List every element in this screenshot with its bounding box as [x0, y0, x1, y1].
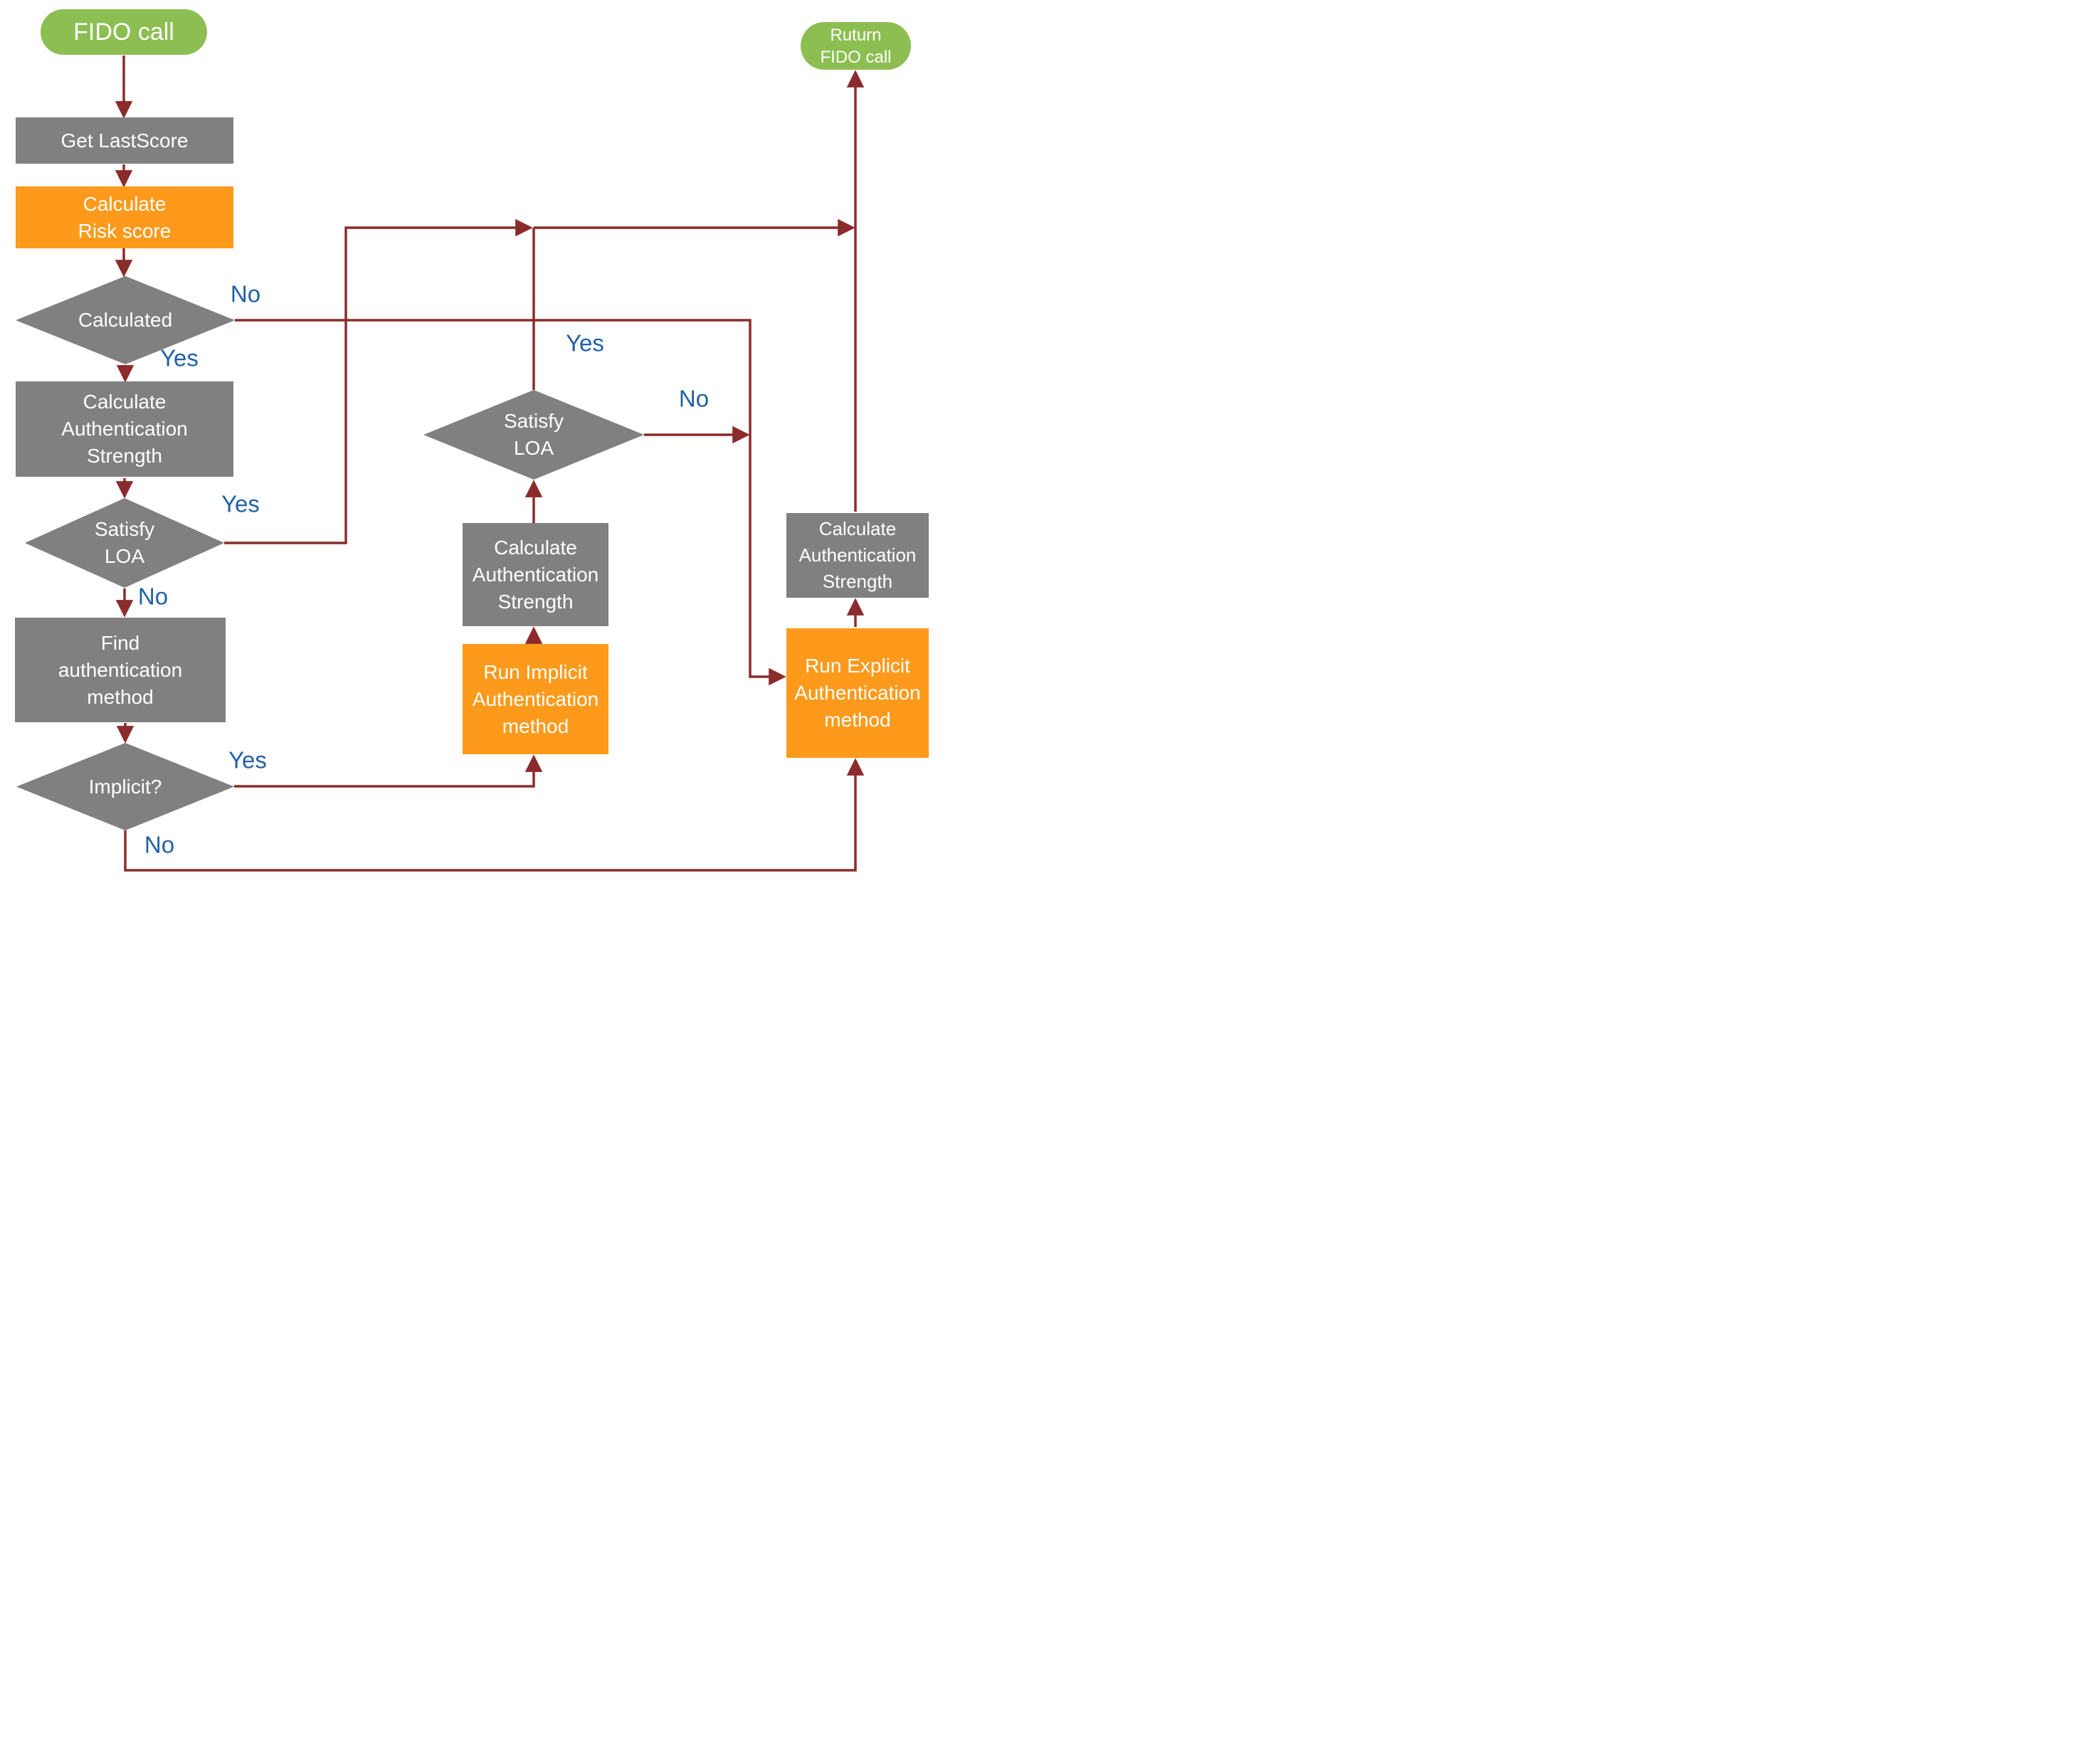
decision-satisfy-loa-2-label: Satisfy [503, 410, 564, 432]
process-calculate-authentication-strength-2-label: Calculate [494, 536, 577, 559]
process-find-authentication-method-label: Find [100, 631, 140, 654]
action-calculate-risk-score-label: Risk score [78, 219, 172, 242]
edge-satisfyloa1-yes-to-merge [224, 218, 533, 544]
decision-satisfy-loa-1-label: Satisfy [94, 518, 155, 540]
label-satisfyloa2-no: No [678, 385, 710, 412]
action-run-explicit-authentication-method-label: Authentication [794, 682, 921, 704]
process-calculate-authentication-strength-1-label: Calculate [83, 391, 167, 413]
edge-calculated-no-to-runexplicit [235, 319, 786, 686]
action-run-implicit-authentication-method-label: Authentication [472, 687, 599, 710]
action-run-implicit-authentication-method-label: Run Implicit [483, 660, 588, 683]
process-calculate-authentication-strength-3-label: Calculate [818, 518, 897, 539]
end-terminal-ruturn-fido-call-label: Ruturn [830, 25, 882, 45]
connector-layer [115, 56, 865, 872]
action-run-explicit-authentication-method-label: Run Explicit [805, 655, 910, 677]
label-calculated-no: No [230, 280, 261, 307]
process-get-lastscore: Get LastScore [16, 117, 233, 164]
action-calculate-risk-score-label: Calculate [83, 192, 167, 215]
decision-calculated-label: Calculated [78, 309, 173, 331]
label-calculated-yes: Yes [160, 344, 199, 371]
end-terminal-ruturn-fido-call-label: FIDO call [820, 47, 892, 67]
edge-group [115, 56, 865, 872]
process-calculate-authentication-strength-1-label: Strength [87, 445, 162, 467]
label-satisfyloa2-yes: Yes [566, 329, 604, 357]
process-find-authentication-method-label: authentication [58, 658, 183, 681]
process-calculate-authentication-strength-2-label: Strength [497, 590, 574, 613]
process-get-lastscore-label: Get LastScore [60, 129, 189, 152]
action-run-explicit-authentication-method-label: method [824, 709, 891, 731]
process-find-authentication-method-label: method [87, 685, 154, 708]
decision-satisfy-loa-1-label: LOA [104, 545, 145, 567]
action-run-implicit-authentication-method-label: method [502, 714, 569, 737]
edge-implicit-yes-to-runimplicit [234, 754, 543, 788]
process-calculate-authentication-strength-2-label: Authentication [472, 563, 599, 586]
label-implicit-yes: Yes [228, 746, 267, 773]
process-calculate-authentication-strength-3-label: Strength [822, 571, 893, 592]
start-terminal-fido-call-label: FIDO call [73, 19, 174, 46]
decision-implicit-label: Implicit? [88, 775, 162, 798]
process-calculate-authentication-strength-3-label: Authentication [798, 544, 917, 566]
label-satisfyloa1-no: No [137, 583, 169, 610]
process-calculate-authentication-strength-1-label: Authentication [61, 418, 188, 440]
process-find-authentication-method: Find authentication method [15, 618, 226, 722]
start-terminal-fido-call: FIDO call [41, 9, 207, 55]
edge-implicit-no-to-runexplicit [124, 758, 865, 872]
label-satisfyloa1-yes: Yes [221, 490, 260, 517]
decision-satisfy-loa-2-label: LOA [513, 437, 554, 459]
label-implicit-no: No [144, 831, 175, 858]
